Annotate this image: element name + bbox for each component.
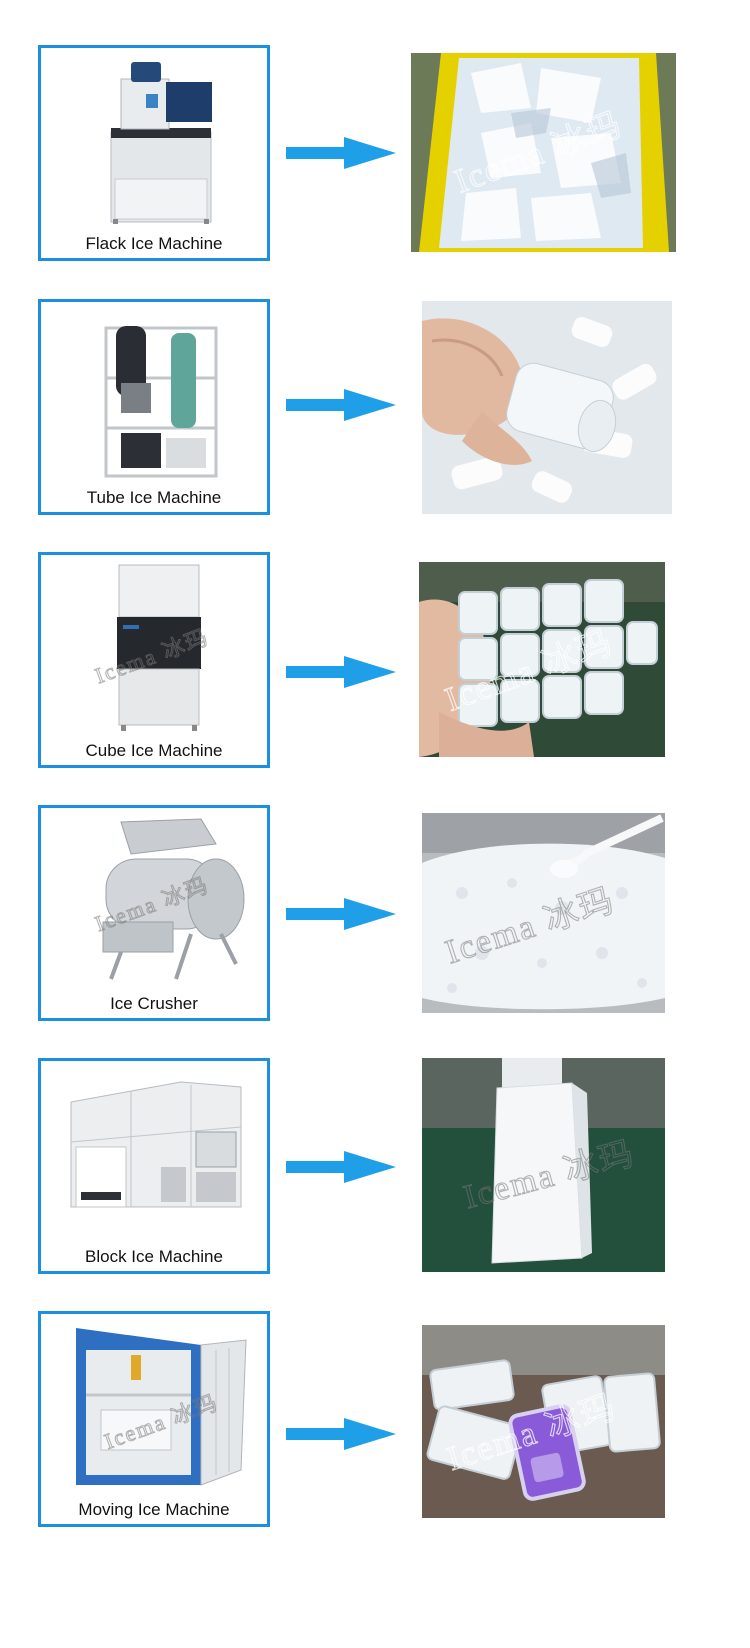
arrow-right-icon (286, 1418, 396, 1450)
machine-label: Flack Ice Machine (85, 234, 223, 253)
machine-label: Moving Ice Machine (78, 1500, 230, 1519)
machine-card-block[interactable]: Block Ice Machine (38, 1058, 270, 1274)
arrow-right-icon (286, 656, 396, 688)
moving-block-ice-photo: Icema 冰玛 (422, 1325, 665, 1518)
flake-ice-machine-icon (110, 62, 212, 224)
machine-label: Block Ice Machine (85, 1247, 223, 1266)
crushed-ice-photo: Icema 冰玛 (422, 813, 665, 1013)
product-row-tube: Tube Ice Machine (0, 299, 750, 529)
flake-ice-photo: Icema 冰玛 (411, 53, 676, 252)
arrow-right-icon (286, 898, 396, 930)
product-row-flake: Flack Ice Machine Icema 冰玛 (0, 45, 750, 275)
arrow-right-icon (286, 389, 396, 421)
machine-card-moving[interactable]: Icema 冰玛 Moving Ice Machine (38, 1311, 270, 1527)
product-row-cube: Icema 冰玛 Cube Ice Machine (0, 552, 750, 782)
tube-ice-photo (422, 301, 672, 514)
block-ice-machine-icon (70, 1081, 242, 1208)
ice-crusher-icon: Icema 冰玛 (91, 818, 245, 980)
machine-card-flake[interactable]: Flack Ice Machine (38, 45, 270, 261)
cube-ice-photo: Icema 冰玛 (419, 562, 665, 757)
machine-card-tube[interactable]: Tube Ice Machine (38, 299, 270, 515)
machine-label: Tube Ice Machine (86, 488, 222, 507)
arrow-right-icon (286, 137, 396, 169)
machine-card-crusher[interactable]: Icema 冰玛 Ice Crusher (38, 805, 270, 1021)
product-row-crusher: Icema 冰玛 Ice Crusher Icema 冰玛 (0, 805, 750, 1035)
container-ice-machine-icon: Icema 冰玛 (76, 1328, 247, 1486)
machine-label: Ice Crusher (110, 994, 198, 1013)
product-row-block: Block Ice Machine Icema 冰玛 (0, 1058, 750, 1288)
machine-card-cube[interactable]: Icema 冰玛 Cube Ice Machine (38, 552, 270, 768)
product-row-moving: Icema 冰玛 Moving Ice Machine Icema 冰玛 (0, 1311, 750, 1541)
arrow-right-icon (286, 1151, 396, 1183)
tube-ice-machine-icon (104, 326, 218, 478)
block-ice-photo: Icema 冰玛 (422, 1058, 665, 1272)
cube-ice-machine-icon: Icema 冰玛 (91, 564, 213, 731)
machine-label: Cube Ice Machine (85, 741, 223, 760)
